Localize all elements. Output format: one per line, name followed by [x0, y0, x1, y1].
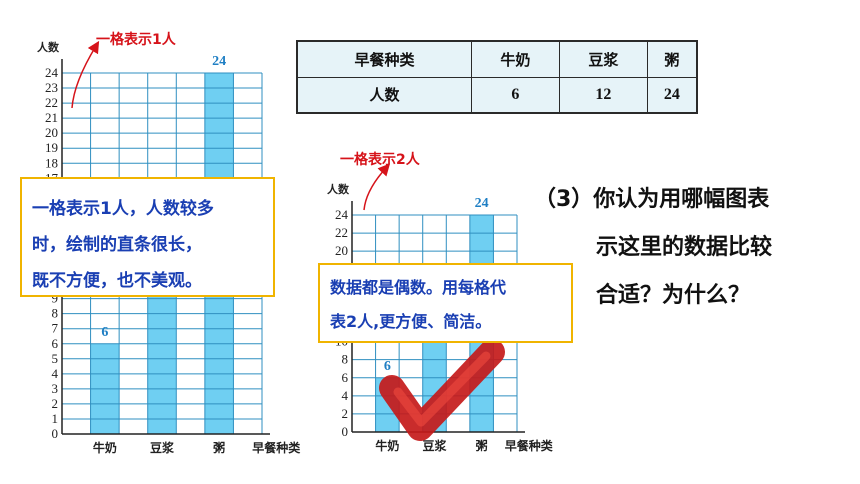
y-tick-label: 24 — [45, 65, 59, 80]
callout-line: 既不方便，也不美观。 — [32, 271, 202, 291]
y-tick-label: 19 — [45, 140, 58, 155]
y-tick-label: 22 — [45, 95, 58, 110]
table-cell: 6 — [470, 76, 560, 114]
x-tick-label: 早餐种类 — [505, 438, 554, 453]
table-cell: 12 — [558, 76, 648, 114]
y-tick-label: 22 — [335, 225, 348, 240]
table-header-cell: 粥 — [646, 40, 698, 78]
table-row: 人数 6 12 24 — [296, 76, 698, 114]
question-text: （3）你认为用哪幅图表 示这里的数据比较 合适？为什么？ — [534, 176, 834, 320]
y-tick-label: 20 — [335, 243, 348, 258]
data-label: 6 — [101, 325, 108, 340]
y-tick-label: 6 — [52, 336, 59, 351]
annotation-arrow-icon — [363, 163, 391, 211]
table-cell: 24 — [646, 76, 698, 114]
x-tick-label: 豆浆 — [150, 440, 175, 455]
question-line: 合适？为什么？ — [596, 283, 751, 308]
callout-line: 一格表示1人，人数较多 — [32, 199, 214, 219]
table-row: 早餐种类 牛奶 豆浆 粥 — [296, 40, 698, 78]
table-header-cell: 早餐种类 — [296, 40, 472, 78]
data-label: 24 — [212, 54, 226, 69]
y-tick-label: 5 — [52, 351, 59, 366]
table-row-label: 人数 — [296, 76, 472, 114]
x-tick-label: 牛奶 — [375, 438, 399, 453]
y-tick-label: 8 — [52, 306, 59, 321]
x-tick-label: 粥 — [476, 438, 488, 453]
y-tick-label: 0 — [52, 426, 59, 441]
data-label: 24 — [475, 196, 489, 211]
y-tick-label: 7 — [52, 321, 59, 336]
callout-line: 表2人,更方便、简洁。 — [330, 312, 492, 331]
question-line: （3）你认为用哪幅图表 — [534, 187, 770, 212]
y-tick-label: 4 — [342, 388, 349, 403]
scale-annotation: 一格表示2人 — [340, 151, 421, 168]
callout-right-explanation: 数据都是偶数。用每格代 表2人,更方便、简洁。 — [318, 263, 573, 343]
callout-left-explanation: 一格表示1人，人数较多 时，绘制的直条很长， 既不方便，也不美观。 — [20, 177, 275, 297]
y-tick-label: 21 — [45, 110, 58, 125]
data-label: 6 — [384, 359, 391, 374]
annotation-arrow-icon — [71, 40, 100, 109]
x-tick-label: 牛奶 — [93, 440, 117, 455]
red-check-icon — [379, 339, 505, 441]
y-axis-label: 人数 — [37, 40, 60, 54]
y-tick-label: 0 — [342, 424, 349, 439]
y-tick-label: 23 — [45, 80, 58, 95]
y-axis-label: 人数 — [327, 182, 350, 196]
y-tick-label: 2 — [52, 396, 59, 411]
scale-annotation: 一格表示1人 — [96, 31, 177, 48]
y-tick-label: 18 — [45, 155, 58, 170]
y-tick-label: 1 — [52, 411, 59, 426]
y-tick-label: 4 — [52, 366, 59, 381]
y-tick-label: 8 — [342, 352, 349, 367]
question-line: 示这里的数据比较 — [596, 235, 773, 260]
callout-line: 时，绘制的直条很长， — [32, 235, 202, 255]
x-tick-label: 粥 — [213, 440, 225, 455]
x-tick-label: 早餐种类 — [252, 440, 301, 455]
callout-line: 数据都是偶数。用每格代 — [330, 278, 507, 297]
breakfast-data-table: 早餐种类 牛奶 豆浆 粥 人数 6 12 24 — [296, 40, 698, 114]
y-tick-label: 3 — [52, 381, 59, 396]
table-header-cell: 豆浆 — [558, 40, 648, 78]
y-tick-label: 20 — [45, 125, 58, 140]
y-tick-label: 6 — [342, 370, 349, 385]
y-tick-label: 2 — [342, 406, 349, 421]
y-tick-label: 24 — [335, 207, 349, 222]
x-tick-label: 豆浆 — [422, 438, 447, 453]
table-header-cell: 牛奶 — [470, 40, 560, 78]
y-tick-label: 9 — [52, 291, 59, 306]
